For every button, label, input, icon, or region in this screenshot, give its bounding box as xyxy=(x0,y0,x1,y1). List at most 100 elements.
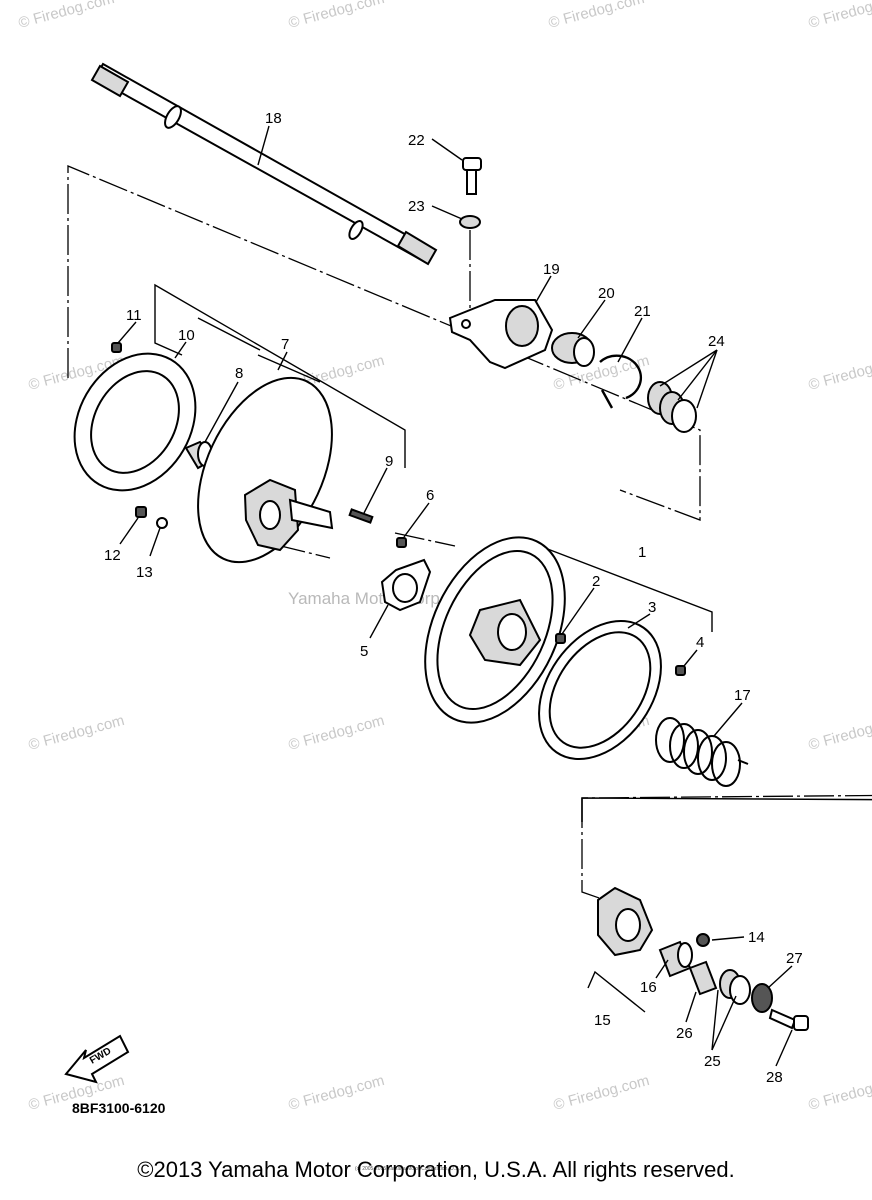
callout-17: 17 xyxy=(734,687,751,704)
leader-24b xyxy=(677,349,718,401)
leader-3 xyxy=(627,613,651,629)
bolt-28-head xyxy=(793,1015,809,1031)
part-code: 8BF3100-6120 xyxy=(72,1100,166,1116)
plate-3 xyxy=(538,619,662,761)
leader-10b xyxy=(174,341,187,359)
movable-sheave-bore xyxy=(497,613,527,651)
collar-body xyxy=(688,960,718,996)
leader-7 xyxy=(257,354,321,383)
shaft-spline-end-2 xyxy=(396,230,438,266)
callout-24: 24 xyxy=(708,333,725,350)
sheave-boss xyxy=(288,498,334,530)
leader-28 xyxy=(775,1029,793,1067)
shaft-collar-2 xyxy=(348,219,364,241)
shaft-assembly-outline xyxy=(67,165,701,521)
bolt-28 xyxy=(768,1008,809,1031)
spring-coil xyxy=(669,723,699,769)
fwd-arrow-shape xyxy=(64,1034,130,1084)
bearing-housing-19 xyxy=(448,299,554,370)
watermark-text: © Firedog.com xyxy=(807,712,872,754)
callout-9: 9 xyxy=(385,453,393,470)
plate-inner xyxy=(90,370,180,474)
callout-7: 7 xyxy=(281,336,289,353)
leader-17 xyxy=(713,702,743,737)
housing-hole xyxy=(461,319,471,329)
callout-6: 6 xyxy=(426,487,434,504)
callout-18: 18 xyxy=(265,110,282,127)
cam-bore xyxy=(615,908,641,942)
washer-27 xyxy=(751,983,773,1013)
watermark-text: © Firedog.com xyxy=(807,352,872,394)
bolt-28-shank xyxy=(768,1008,797,1030)
leader-22 xyxy=(431,138,463,161)
callout-12: 12 xyxy=(104,547,121,564)
leader-27 xyxy=(767,965,793,989)
leader-9 xyxy=(363,467,388,514)
leader-12 xyxy=(119,517,139,545)
sheave-group-outline xyxy=(154,283,406,468)
leader-6 xyxy=(403,502,430,538)
leader-25b xyxy=(711,995,737,1051)
spring-coil xyxy=(711,741,741,787)
leader-5 xyxy=(369,604,389,639)
watermark-text: © Firedog.com xyxy=(807,0,872,32)
callout-11: 11 xyxy=(126,307,142,324)
secondary-shaft xyxy=(90,62,438,266)
copyright-notice: ©2013 Yamaha Motor Corporation, U.S.A. A… xyxy=(137,1157,735,1182)
fixed-sheave-7 xyxy=(197,376,334,564)
watermark-text: © Firedog.com xyxy=(287,712,387,754)
sheave-disc xyxy=(197,376,333,564)
fwd-arrow: FWD xyxy=(64,1034,130,1084)
leader-24a xyxy=(659,349,718,387)
screw-2 xyxy=(555,633,566,644)
collar-26 xyxy=(688,960,718,996)
callout-21: 21 xyxy=(634,303,651,320)
circlip-21 xyxy=(599,354,643,409)
bearing-20 xyxy=(551,332,595,367)
leader-16 xyxy=(655,959,669,979)
callout-10: 10 xyxy=(178,327,195,344)
callouts: 18 22 23 19 20 21 24 11 10 7 8 9 6 12 13… xyxy=(104,110,803,1086)
bolt-thread xyxy=(466,169,477,195)
bolt-12 xyxy=(135,506,147,518)
washer-23 xyxy=(459,215,481,229)
watermark-text: © Firedog.com xyxy=(17,0,117,32)
callout-27: 27 xyxy=(786,950,803,967)
leader-2 xyxy=(561,587,595,635)
movable-sheave-1 xyxy=(424,536,566,724)
leader-20 xyxy=(577,299,606,339)
callout-8: 8 xyxy=(235,365,243,382)
plate-3-inner xyxy=(548,631,652,749)
bushing-16 xyxy=(658,940,693,978)
spring-coil xyxy=(683,729,713,775)
leader-8 xyxy=(204,381,239,443)
plate-10 xyxy=(73,352,197,492)
leader-25a xyxy=(711,989,719,1051)
bearing-inner xyxy=(573,337,595,367)
key-9 xyxy=(348,508,374,524)
leader-11 xyxy=(117,321,137,344)
leader-lines xyxy=(117,125,793,1067)
callout-19: 19 xyxy=(543,261,560,278)
watermark-text: © Firedog.com xyxy=(287,0,387,32)
nut-13 xyxy=(156,517,168,529)
screw-11 xyxy=(111,342,122,353)
fine-print: (c) 2005-2015 Yamaha Motor Corporation, … xyxy=(355,1166,465,1172)
callout-15: 15 xyxy=(594,1012,611,1029)
watermark-text: © Firedog.com xyxy=(807,1072,872,1114)
watermark-text: © Firedog.com xyxy=(552,1072,652,1114)
leader-21 xyxy=(617,317,643,363)
screw-4 xyxy=(675,665,686,676)
callout-25: 25 xyxy=(704,1053,721,1070)
callout-22: 22 xyxy=(408,132,425,149)
watermark-text: © Firedog.com xyxy=(547,0,647,32)
spring-coil xyxy=(697,735,727,781)
gasket-hole xyxy=(392,573,418,603)
cam-15 xyxy=(597,886,654,957)
oil-seals-24 xyxy=(647,381,697,433)
spring-outline xyxy=(581,797,872,822)
callout-1: 1 xyxy=(638,544,646,561)
callout-3: 3 xyxy=(648,599,656,616)
nut-14 xyxy=(696,933,710,947)
